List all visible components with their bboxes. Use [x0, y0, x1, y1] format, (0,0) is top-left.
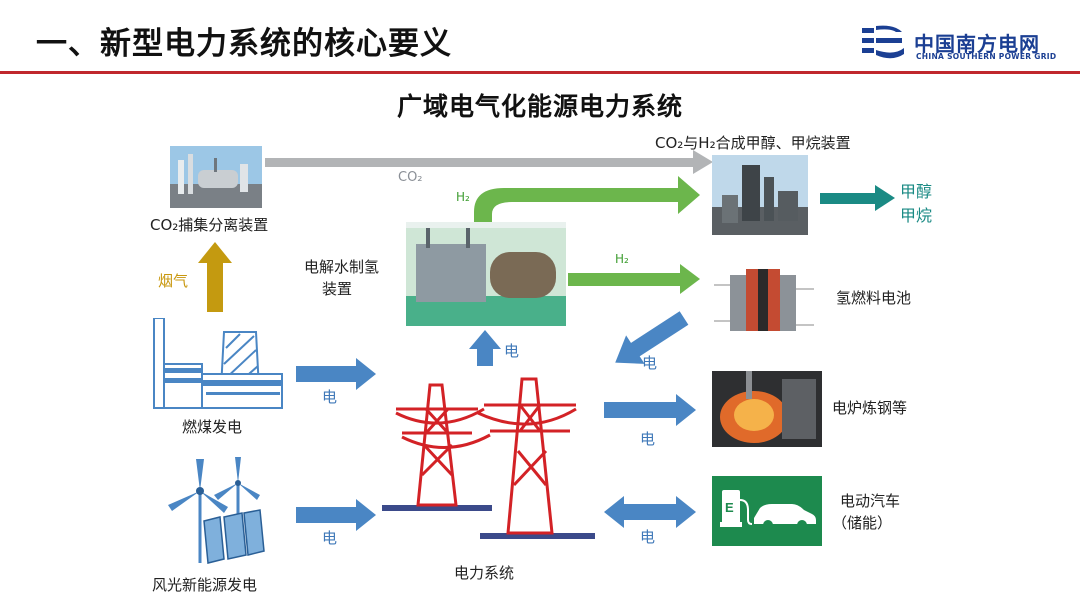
electrolysis-label-line2: 装置 — [322, 280, 353, 298]
elec-coal-label: 电 — [322, 388, 338, 406]
logo-name-cn: 中国南方电网 — [914, 32, 1040, 56]
diagram-title: 广域电气化能源电力系统 — [396, 92, 683, 121]
transmission-towers-icon — [382, 377, 595, 539]
co2-capture-label: CO₂捕集分离装置 — [150, 216, 269, 234]
synthesis-plant-image — [712, 155, 808, 235]
header-title: 一、新型电力系统的核心要义 — [36, 26, 452, 62]
coal-power-plant-icon — [153, 318, 283, 409]
electrolysis-label-line1: 电解水制氢 — [304, 258, 380, 276]
co2-capture-plant-image — [170, 146, 262, 208]
logo-name-en: CHINA SOUTHERN POWER GRID — [916, 52, 1057, 61]
elec-to-electrolysis-label: 电 — [504, 342, 520, 360]
csg-logo-icon — [862, 25, 904, 59]
co2-flow-label: CO₂ — [398, 170, 423, 185]
header-divider — [0, 71, 1080, 74]
coal-power-label: 燃煤发电 — [182, 418, 243, 436]
h2-mid-flow-label: H₂ — [615, 252, 629, 266]
h2-mid-flow-arrow — [568, 264, 700, 294]
elec-from-fuel-cell-label: 电 — [642, 354, 658, 372]
steel-label: 电炉炼钢等 — [832, 399, 908, 417]
elec-to-electrolysis-arrow — [469, 330, 501, 366]
elec-to-steel-arrow — [604, 394, 696, 426]
fuel-cell-label: 氢燃料电池 — [836, 289, 912, 307]
wind-solar-icon — [168, 457, 265, 564]
electrolysis-equipment-image — [406, 222, 566, 326]
methanol-label: 甲醇 — [900, 182, 933, 201]
synthesis-label: CO₂与H₂合成甲醇、甲烷装置 — [655, 134, 851, 152]
elec-ev-label: 电 — [640, 528, 656, 546]
power-system-label: 电力系统 — [454, 564, 515, 582]
ev-charging-icon: E — [712, 476, 822, 546]
ev-label-line1: 电动汽车 — [840, 492, 901, 510]
elec-to-steel-label: 电 — [640, 430, 656, 448]
svg-text:E: E — [725, 500, 734, 515]
elec-coal-arrow — [296, 358, 376, 390]
product-arrow — [820, 185, 895, 211]
flue-gas-arrow — [198, 242, 232, 312]
h2-top-flow-label: H₂ — [456, 190, 470, 204]
elec-from-fuel-cell-arrow — [615, 311, 689, 364]
steel-furnace-image — [712, 371, 822, 447]
renewable-power-label: 风光新能源发电 — [152, 576, 258, 594]
h2-top-flow-arrow — [474, 176, 700, 222]
co2-flow-arrow — [265, 150, 713, 174]
ev-label-line2: （储能） — [832, 514, 893, 532]
elec-renewable-arrow — [296, 499, 376, 531]
elec-ev-double-arrow — [604, 496, 696, 528]
flue-gas-label: 烟气 — [158, 272, 189, 290]
methane-label: 甲烷 — [900, 206, 933, 225]
elec-renewable-label: 电 — [322, 529, 338, 547]
fuel-cell-diagram-image — [710, 255, 820, 351]
